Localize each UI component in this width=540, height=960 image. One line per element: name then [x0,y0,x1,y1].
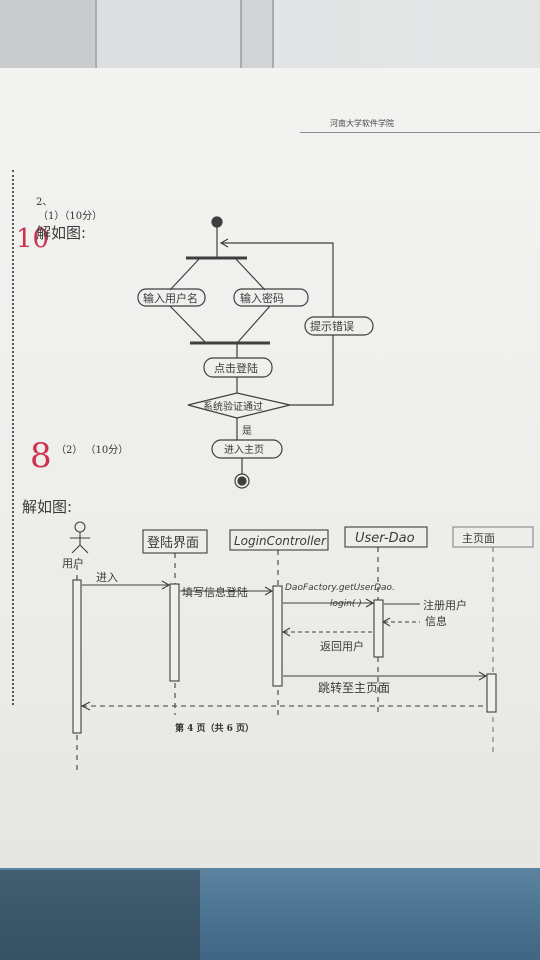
actor-label: 用户 [62,556,84,570]
part2-label: （2） （10分） [56,445,129,456]
node-user-box [137,288,206,307]
wall-edge [272,0,274,80]
msg-registered: 注册用户 [423,598,467,612]
msg-enter: 进入 [96,571,118,584]
background-cloth-shadow [0,870,200,960]
activation-dao [373,599,384,658]
wall-edge [95,0,97,80]
node-error-box [304,316,374,336]
wall-edge [240,0,242,80]
answer1-heading: 解如图: [36,224,87,242]
node-user: 输入用户名 [143,291,198,305]
msg-dao: DaoFactory.getUserDao. [285,583,395,593]
part1-label: （1）（10分） [38,211,103,222]
node-decision: 系统验证通过 [203,400,263,413]
lifeline-ui: 登陆界面 [147,535,199,551]
node-pwd-box [233,288,309,307]
page-footer: 第 4 页（共 6 页） [175,724,255,734]
score-part1: 10 [16,224,50,254]
final-node [234,473,250,489]
msg-return: 返回用户 [320,639,364,653]
background-wall [0,0,540,80]
actor-icon [74,521,86,533]
lifeline-dao: User-Dao [355,531,415,546]
answer2-heading: 解如图: [22,498,73,516]
msg-login: login( ) [330,599,362,609]
activation-user [72,579,82,734]
activation-ui [169,583,180,682]
node-pwd: 输入密码 [240,291,284,305]
msg-jump: 跳转至主页面 [318,680,390,695]
header-rule [300,132,540,133]
decision-yes-label: 是 [242,425,252,437]
node-enter-box [211,439,283,459]
lifeline-main: 主页面 [462,532,495,545]
node-enter: 进入主页 [224,444,264,456]
lifeline-controller: LoginController [234,534,327,548]
lifeline-dao-box [344,526,428,548]
activation-controller [272,585,283,687]
question-number: 2、 [36,197,53,208]
score-part2: 8 [30,436,52,476]
activation-main [486,673,497,713]
node-login-box [203,357,273,378]
exam-paper [0,68,540,868]
lifeline-controller-box [229,529,329,551]
school-header: 河南大学软件学院 [330,119,394,128]
node-login: 点击登陆 [214,361,258,375]
binding-line [12,170,14,705]
msg-fill: 填写信息登陆 [182,585,248,599]
node-error: 提示错误 [310,319,354,333]
msg-info: 信息 [425,614,447,628]
